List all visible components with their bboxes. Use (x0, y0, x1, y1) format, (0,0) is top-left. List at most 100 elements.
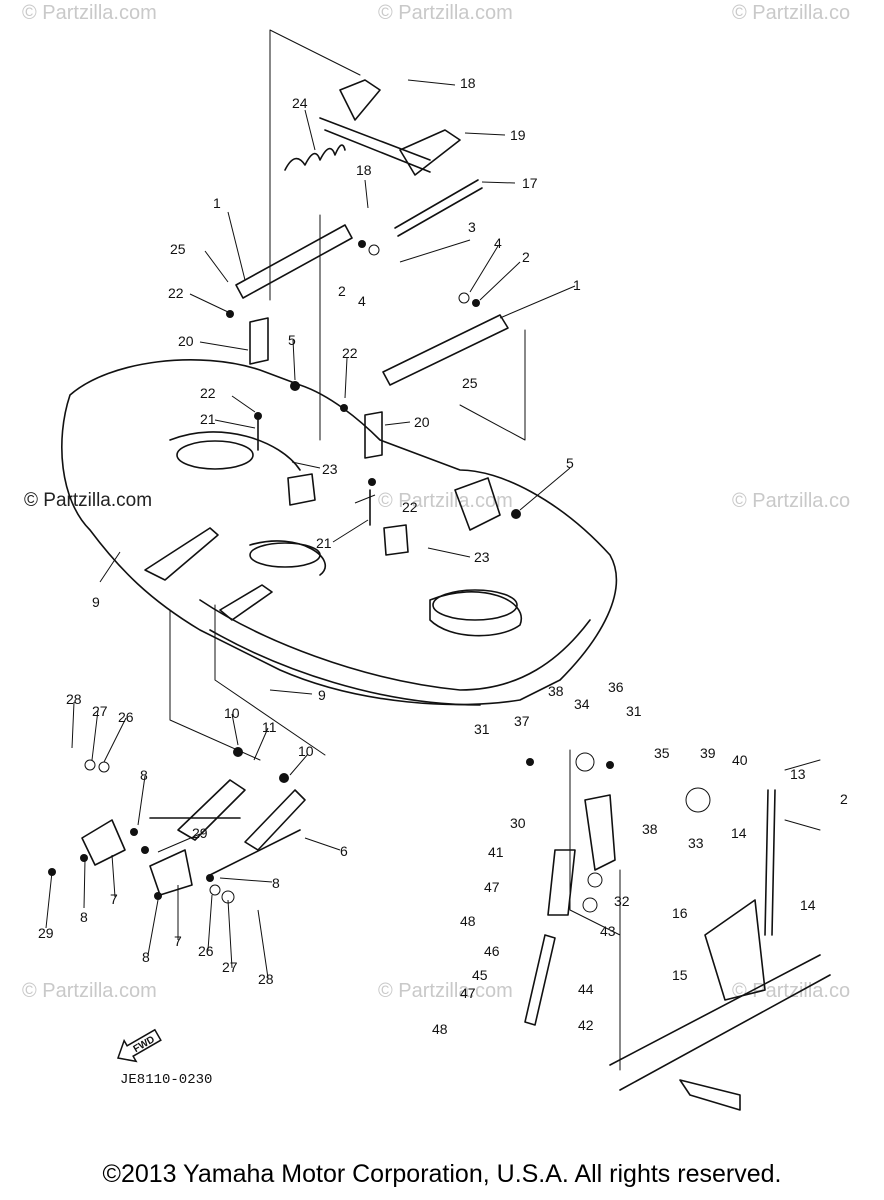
callout-11: 11 (262, 719, 277, 735)
nut-2b (472, 299, 480, 307)
callout-22c: 22 (200, 385, 216, 401)
callout-42: 42 (578, 1017, 594, 1033)
nut-8b (80, 854, 88, 862)
lift-link-right (382, 314, 509, 386)
callout-47b: 47 (460, 985, 476, 1001)
callout-26b: 26 (198, 943, 214, 959)
callout-29b: 29 (38, 925, 54, 941)
callout-17: 17 (522, 175, 538, 191)
frame-rail (609, 954, 831, 1111)
fwd-label: FWD (132, 1034, 157, 1055)
callout-21b: 21 (316, 535, 332, 551)
deck-spindle-center (249, 542, 321, 568)
callout-27a: 27 (92, 703, 108, 719)
callout-44: 44 (578, 981, 594, 997)
callout-47a: 47 (484, 879, 500, 895)
callout-31b: 31 (626, 703, 642, 719)
lift-link-left (235, 224, 353, 299)
callout-36: 36 (608, 679, 624, 695)
deck-spindle-right (432, 589, 518, 621)
callout-3: 3 (468, 219, 476, 235)
hanger-23-left (287, 473, 316, 506)
callout-5b: 5 (566, 455, 574, 471)
nut-22c (254, 412, 262, 420)
callout-33: 33 (688, 835, 704, 851)
callout-2c: 2 (840, 791, 848, 807)
figure-code: JE8110-0230 (120, 1072, 213, 1088)
callout-14a: 14 (731, 825, 747, 841)
callout-18a: 18 (460, 75, 476, 91)
callout-25a: 25 (170, 241, 186, 257)
hanger-23-right (383, 524, 409, 556)
callout-23a: 23 (322, 461, 338, 477)
watermark-mid-right: © Partzilla.co (732, 490, 851, 512)
nut-29b (141, 846, 149, 854)
callout-45: 45 (472, 967, 488, 983)
callout-13: 13 (790, 766, 806, 782)
watermark-top-left: © Partzilla.com (22, 2, 157, 24)
callout-48a: 48 (460, 913, 476, 929)
washer-4b (458, 292, 470, 304)
lift-spring (284, 144, 346, 171)
callout-41: 41 (488, 844, 504, 860)
reference-lines (169, 29, 821, 1071)
nut-5a (290, 381, 300, 391)
callout-23b: 23 (474, 549, 490, 565)
callout-9b: 9 (318, 687, 326, 703)
nut-8c (206, 874, 214, 882)
axle-6-rod (149, 817, 301, 876)
bracket-30 (584, 794, 616, 871)
callout-15: 15 (672, 967, 688, 983)
callout-32: 32 (614, 893, 630, 909)
callout-24: 24 (292, 95, 308, 111)
fwd-arrow-icon: FWD (117, 1028, 162, 1063)
callout-31a: 31 (474, 721, 490, 737)
callout-1a: 1 (213, 195, 221, 211)
callout-37: 37 (514, 713, 530, 729)
link-7-right (149, 849, 193, 896)
pivot-arm-42 (524, 934, 556, 1026)
nut-10a (233, 747, 243, 757)
callout-34: 34 (574, 696, 590, 712)
nut-10b (279, 773, 289, 783)
deck-front-apron (199, 599, 591, 706)
callout-35: 35 (654, 745, 670, 761)
callout-48b: 48 (432, 1021, 448, 1037)
mount-15 (704, 899, 766, 1001)
washer-26a (98, 761, 110, 773)
watermark-bottom-left: © Partzilla.com (22, 980, 157, 1002)
callout-27b: 27 (222, 959, 238, 975)
front-arm-left (144, 527, 219, 581)
lever-13 (764, 789, 776, 936)
watermark-bottom-center: © Partzilla.com (378, 980, 513, 1002)
front-arm-right (219, 584, 273, 621)
nut-8a (130, 828, 138, 836)
nut-22d (368, 478, 376, 486)
callout-8a: 8 (140, 767, 148, 783)
watermark-top-right: © Partzilla.co (732, 2, 851, 24)
washer-26b (209, 884, 221, 896)
callout-29a: 29 (192, 825, 208, 841)
nut-8d (154, 892, 162, 900)
mower-deck (61, 359, 618, 706)
callout-30: 30 (510, 815, 526, 831)
callout-10b: 10 (298, 743, 314, 759)
callout-2a: 2 (338, 283, 346, 299)
rod-17 (394, 179, 483, 237)
nut-31a (526, 758, 534, 766)
callout-6: 6 (340, 843, 348, 859)
callout-22a: 22 (168, 285, 184, 301)
bushing-32b (582, 897, 598, 913)
bushing-32a (587, 872, 603, 888)
callout-28b: 28 (258, 971, 274, 987)
callout-28a: 28 (66, 691, 82, 707)
callout-25b: 25 (462, 375, 478, 391)
callout-2b: 2 (522, 249, 530, 265)
callout-26a: 26 (118, 709, 134, 725)
callout-7b: 7 (174, 933, 182, 949)
callout-22d: 22 (402, 499, 418, 515)
callout-4a: 4 (358, 293, 366, 309)
watermark-mid-left: © Partzilla.com (24, 490, 153, 511)
callout-40: 40 (732, 752, 748, 768)
switch-34 (575, 752, 595, 772)
